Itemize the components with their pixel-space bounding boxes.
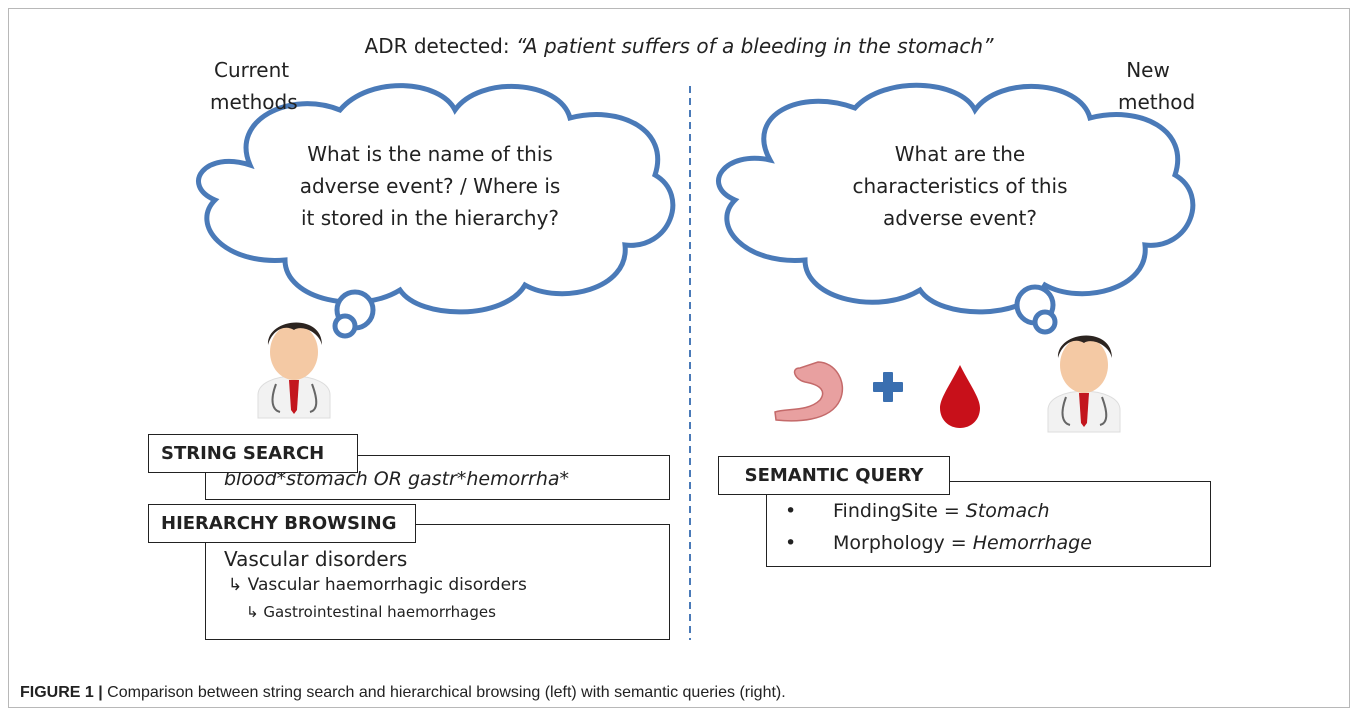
figure-caption: FIGURE 1 | Comparison between string sea…: [20, 684, 786, 702]
new-method-label: New method: [1118, 58, 1196, 114]
semantic-value: Hemorrhage: [972, 532, 1092, 554]
string-search-header: STRING SEARCH: [148, 434, 358, 473]
stomach-icon: [774, 361, 844, 422]
semantic-item-morphology: •Morphology = Hemorrhage: [785, 532, 1092, 554]
string-search-query: blood*stomach OR gastr*hemorrha*: [224, 468, 570, 490]
right-thought-cloud: [716, 82, 1196, 335]
figure-label: FIGURE 1 |: [20, 684, 103, 701]
adr-prefix: ADR detected:: [364, 34, 516, 58]
hierarchy-level-2: ↳ Vascular haemorrhagic disorders: [228, 575, 527, 595]
blood-drop-icon: [940, 365, 980, 428]
current-label-line2: methods: [210, 90, 298, 114]
hierarchy-box: Vascular disorders ↳ Vascular haemorrhag…: [205, 524, 670, 640]
current-label-line1: Current: [214, 58, 290, 82]
figure-caption-text: Comparison between string search and hie…: [102, 684, 786, 701]
left-thought-cloud: [196, 83, 676, 339]
left-cloud-line: What is the name of this: [307, 142, 553, 166]
left-cloud-line: it stored in the hierarchy?: [300, 206, 560, 230]
semantic-key: FindingSite =: [833, 500, 966, 522]
right-cloud-line: adverse event?: [883, 206, 1037, 230]
left-cloud-line: adverse event? / Where is: [299, 174, 561, 198]
semantic-query-header: SEMANTIC QUERY: [718, 456, 950, 495]
string-search-box: blood*stomach OR gastr*hemorrha*: [205, 455, 670, 500]
new-label-line1: New: [1126, 58, 1170, 82]
hierarchy-level-1: Vascular disorders: [224, 547, 408, 571]
semantic-item-findingsite: •FindingSite = Stomach: [785, 500, 1050, 522]
right-cloud-line: characteristics of this: [852, 174, 1068, 198]
new-label-line2: method: [1118, 90, 1196, 114]
figure-frame: [8, 8, 1350, 708]
left-thought-bubble-small: [332, 313, 358, 339]
current-methods-label: Current methods: [210, 58, 298, 114]
doctor-icon-right: [1047, 335, 1121, 433]
left-cloud-text: What is the name of this adverse event? …: [270, 138, 590, 234]
adr-detected-title: ADR detected: “A patient suffers of a bl…: [0, 34, 1358, 58]
doctor-icon-left: [257, 322, 331, 419]
adr-quote: “A patient suffers of a bleeding in the …: [515, 34, 994, 58]
semantic-query-box: •FindingSite = Stomach •Morphology = Hem…: [766, 481, 1211, 567]
right-cloud-line: What are the: [894, 142, 1026, 166]
right-cloud-text: What are the characteristics of this adv…: [800, 138, 1120, 234]
hierarchy-header: HIERARCHY BROWSING: [148, 504, 416, 543]
semantic-key: Morphology =: [833, 532, 973, 554]
plus-icon: [873, 372, 903, 402]
right-thought-bubble-small: [1032, 309, 1058, 335]
semantic-value: Stomach: [965, 500, 1050, 522]
hierarchy-level-3: ↳ Gastrointestinal haemorrhages: [246, 603, 496, 621]
